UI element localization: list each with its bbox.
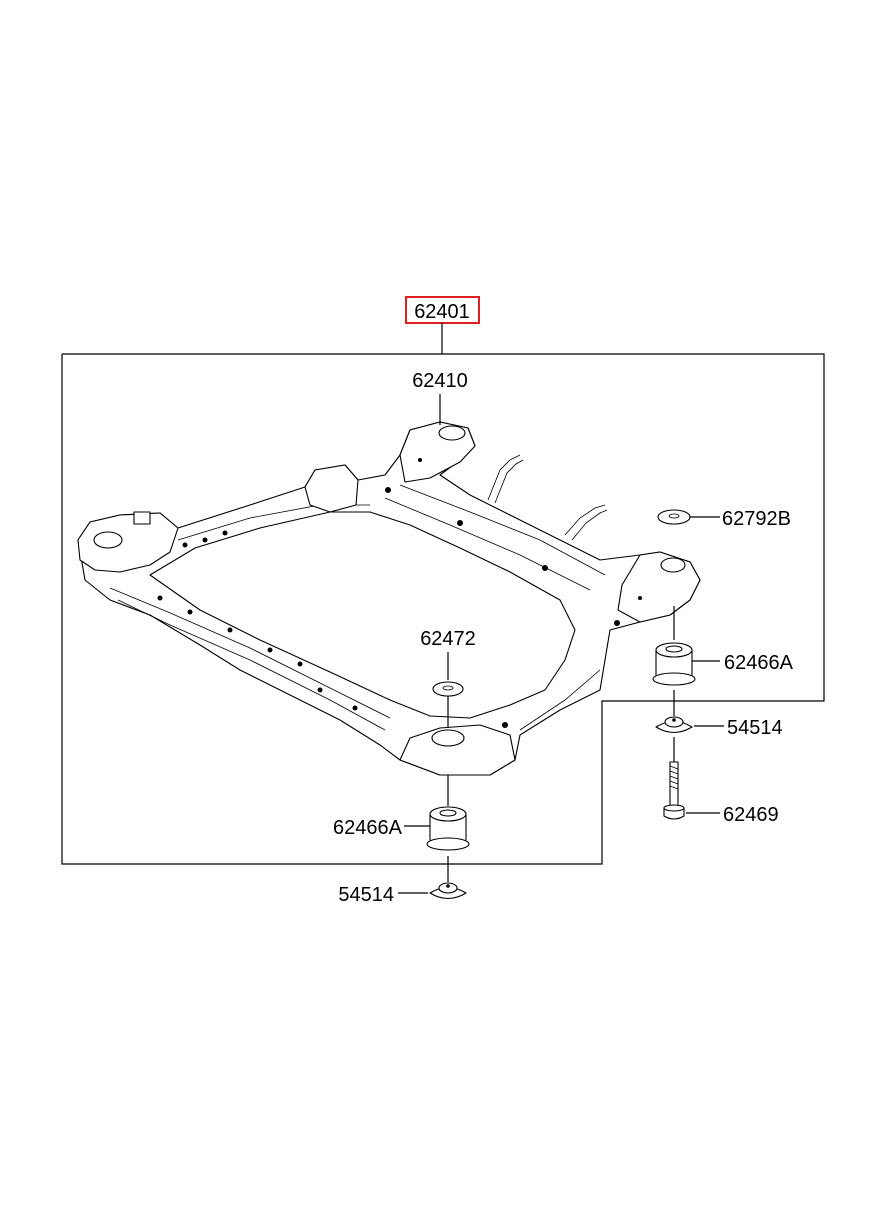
- stopper-center-part: [432, 681, 464, 697]
- bolt-label[interactable]: 62469: [723, 804, 779, 826]
- assembly-callout[interactable]: 62401: [405, 296, 480, 324]
- stopper-top-right-part: [657, 509, 691, 525]
- crossmember-frame: [77, 421, 701, 776]
- washer-right-label[interactable]: 54514: [727, 717, 783, 739]
- crossmember-label[interactable]: 62410: [412, 370, 468, 392]
- bushing-center-label[interactable]: 62466A: [333, 817, 403, 839]
- assembly-boundary: [61, 353, 825, 865]
- bushing-center-part: [426, 806, 470, 851]
- washer-center-part: [429, 882, 467, 900]
- bushing-right-label[interactable]: 62466A: [724, 652, 794, 674]
- washer-center-label[interactable]: 54514: [338, 884, 394, 906]
- washer-right-part: [655, 716, 693, 734]
- bushing-right-part: [652, 642, 696, 686]
- stopper-center-label[interactable]: 62472: [420, 628, 476, 650]
- stopper-top-right-label[interactable]: 62792B: [722, 508, 791, 530]
- assembly-label[interactable]: 62401: [414, 301, 470, 323]
- bolt-part: [663, 761, 685, 820]
